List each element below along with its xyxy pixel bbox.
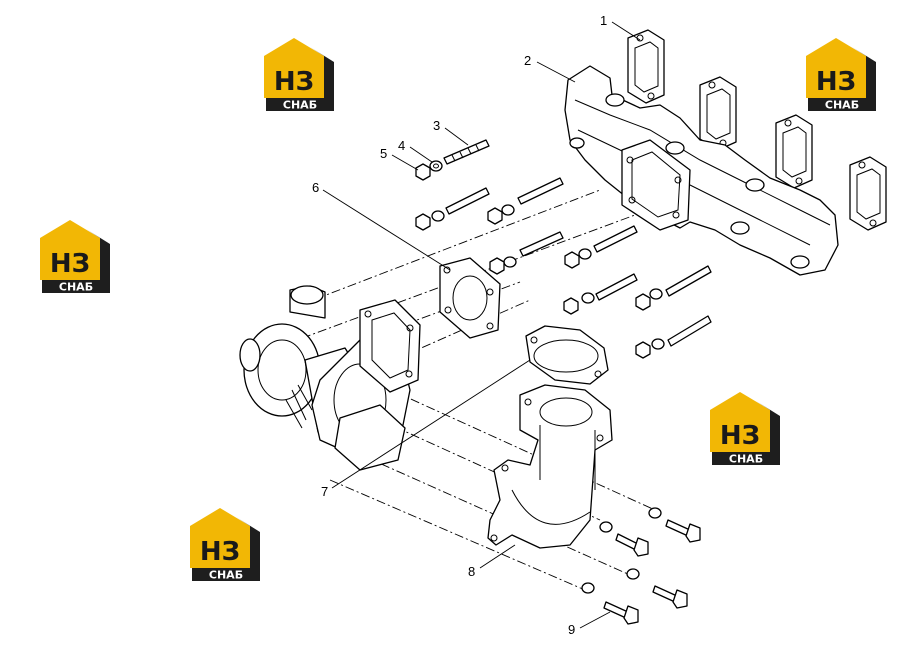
- nut-a: [415, 213, 431, 231]
- washer-f: [649, 288, 663, 300]
- leader-lines: [322, 21, 641, 629]
- manifold-gasket-2: [699, 76, 737, 151]
- exhaust-elbow: [487, 384, 613, 549]
- nut-f: [635, 293, 651, 311]
- callout-3: 3: [433, 118, 440, 133]
- stud-3: [443, 139, 490, 165]
- bolt-9b: [615, 533, 649, 557]
- logo-monogram: НЗ: [50, 249, 90, 279]
- turbo-gasket: [439, 257, 501, 339]
- callout-9: 9: [568, 622, 575, 637]
- washer-b: [501, 204, 515, 216]
- nut-g: [635, 341, 651, 359]
- stud-c: [519, 231, 564, 257]
- elbow-bolts: [581, 507, 701, 625]
- washer-9c: [626, 568, 640, 580]
- logo-monogram: НЗ: [200, 537, 240, 567]
- washer-c: [503, 256, 517, 268]
- bolt-9c: [652, 585, 688, 609]
- watermark-logo-2: НЗ СНАБ: [806, 38, 876, 112]
- washer-9d: [581, 582, 595, 594]
- stud-g: [667, 315, 712, 347]
- callout-labels: 1 2 3 4 5 6 7 8 9: [312, 13, 607, 637]
- watermark-logo-3: НЗ СНАБ: [40, 220, 110, 294]
- washer-g: [651, 338, 665, 350]
- watermark-logo-1: НЗ СНАБ: [264, 38, 334, 112]
- logo-monogram: НЗ: [816, 67, 856, 97]
- logo-word: СНАБ: [283, 99, 317, 112]
- exhaust-manifold: [564, 65, 839, 276]
- nut-c: [489, 257, 505, 275]
- logo-monogram: НЗ: [274, 67, 314, 97]
- stud-a: [445, 187, 490, 215]
- nut-5: [415, 163, 431, 181]
- logo-monogram: НЗ: [720, 421, 760, 451]
- stud-fasteners: [415, 139, 712, 359]
- nut-e: [563, 297, 579, 315]
- stud-f: [665, 265, 712, 297]
- stud-e: [595, 273, 638, 301]
- callout-1: 1: [600, 13, 607, 28]
- washer-9a: [648, 507, 662, 519]
- nut-b: [487, 207, 503, 225]
- washer-9b: [599, 521, 613, 533]
- nut-d: [564, 251, 580, 269]
- logo-word: СНАБ: [209, 569, 243, 582]
- stud-d: [593, 225, 638, 253]
- watermark-logo-4: НЗ СНАБ: [710, 392, 780, 466]
- washer-d: [578, 248, 592, 260]
- callout-7: 7: [321, 484, 328, 499]
- washer-4: [429, 160, 443, 172]
- callout-5: 5: [380, 146, 387, 161]
- outlet-gasket: [525, 325, 609, 385]
- logo-word: СНАБ: [825, 99, 859, 112]
- bolt-9d: [603, 601, 639, 625]
- callout-4: 4: [398, 138, 405, 153]
- stud-b: [517, 177, 564, 205]
- callout-8: 8: [468, 564, 475, 579]
- turbocharger: [239, 285, 421, 471]
- logo-word: СНАБ: [59, 281, 93, 294]
- manifold-gasket-1: [627, 29, 665, 104]
- washer-a: [431, 210, 445, 222]
- watermark-logo-5: НЗ СНАБ: [190, 508, 260, 582]
- callout-2: 2: [524, 53, 531, 68]
- manifold-gasket-3: [775, 114, 813, 189]
- washer-e: [581, 292, 595, 304]
- bolt-9a: [665, 519, 701, 543]
- logo-word: СНАБ: [729, 453, 763, 466]
- manifold-gasket-4: [849, 156, 887, 231]
- callout-6: 6: [312, 180, 319, 195]
